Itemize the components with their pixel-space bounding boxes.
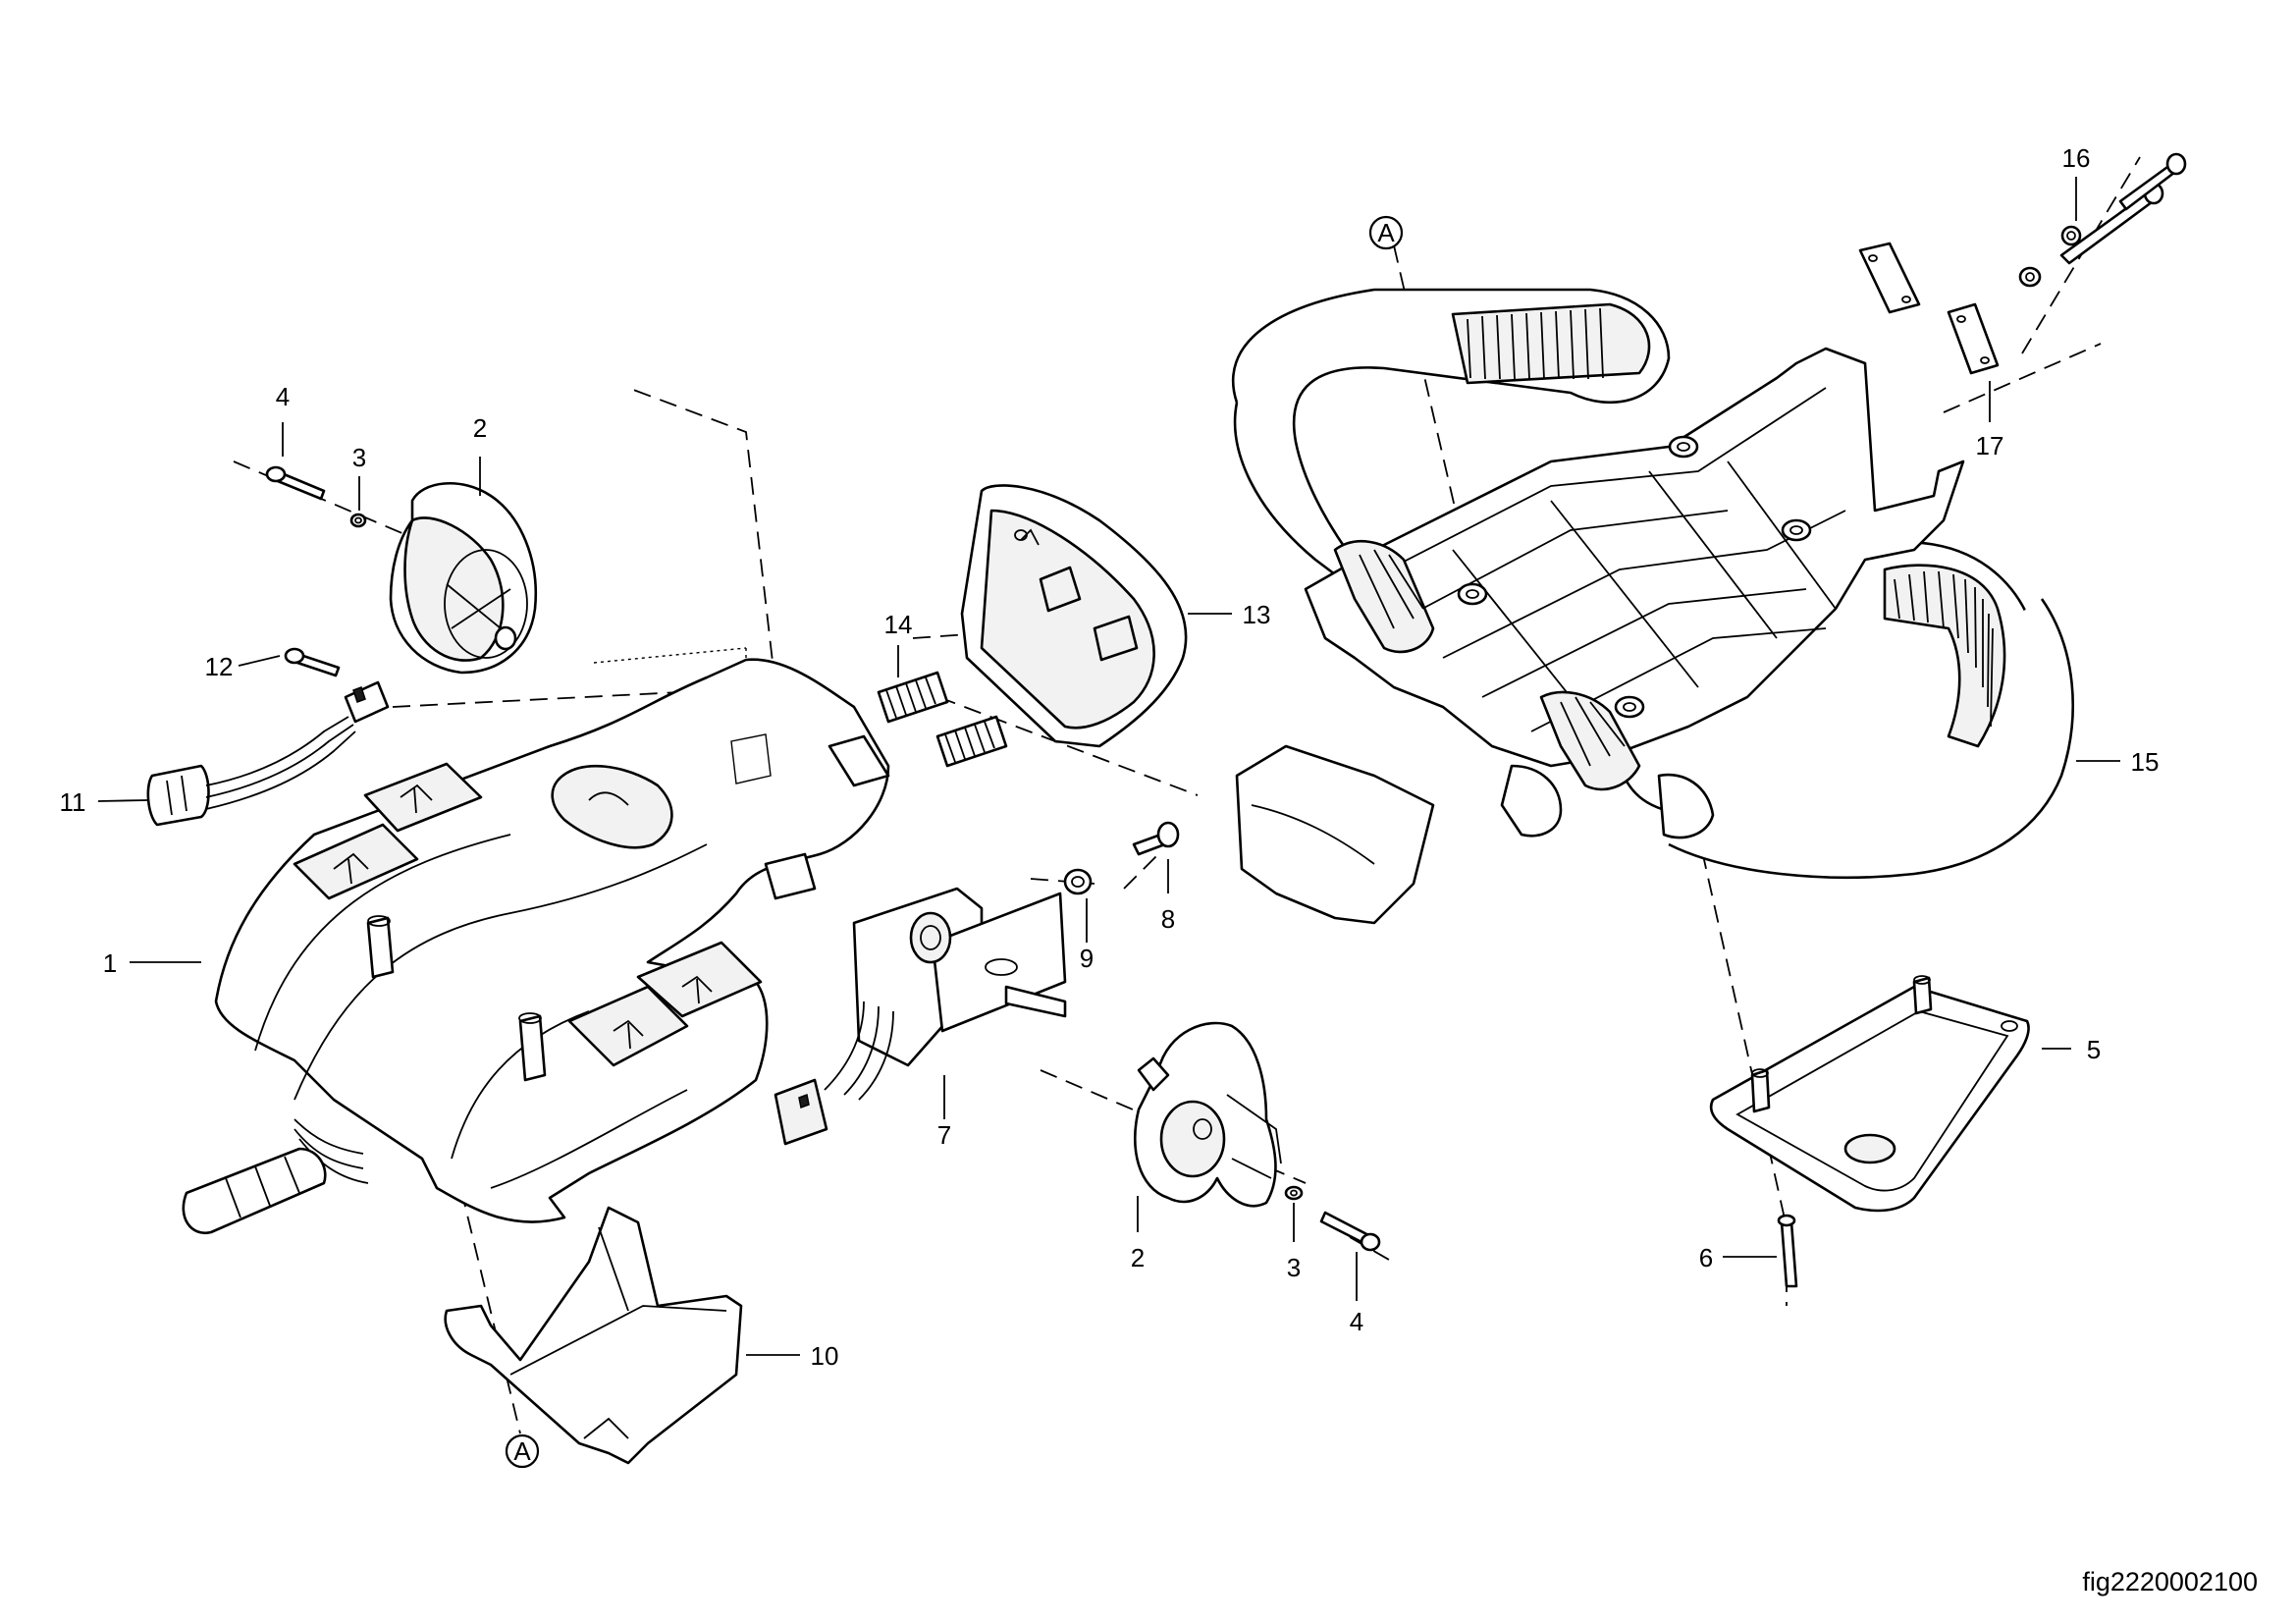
leader-lines	[97, 177, 2120, 1356]
part-4-bottom-screw	[1319, 1211, 1381, 1252]
callout-labels: 1 2 2 3 3 4 4 5 6 7 8 9 10 11 12 13 14 1…	[60, 143, 2160, 1371]
part-1-main-housing	[214, 658, 890, 1223]
part-2-bottom-end-cap	[1133, 1021, 1282, 1208]
part-16-screws-washers	[2018, 152, 2187, 288]
callout-16: 16	[2062, 143, 2091, 173]
figure-id: fig2220002100	[2082, 1567, 2258, 1596]
part-3-top-washer	[349, 513, 367, 528]
part-13-rear-cap	[960, 484, 1188, 748]
part-12-microswitch	[284, 647, 390, 724]
callout-7: 7	[937, 1120, 951, 1150]
part-8-screw	[1132, 821, 1180, 856]
part-6-screw	[1777, 1214, 1798, 1288]
alignment-marker-top: A	[1368, 215, 1404, 250]
part-14-springs	[877, 671, 1008, 768]
part-5-tray-cover	[1709, 975, 2030, 1213]
callout-6: 6	[1699, 1243, 1713, 1272]
callout-17: 17	[1976, 431, 2004, 460]
callout-14: 14	[884, 610, 913, 639]
alignment-marker-bottom: A	[505, 1434, 540, 1469]
callout-2-top: 2	[473, 413, 487, 443]
part-7-sensor-bracket	[774, 887, 1067, 1146]
callout-1: 1	[103, 948, 117, 978]
callout-4-top: 4	[276, 382, 290, 411]
callout-3-top: 3	[352, 443, 366, 472]
callout-12: 12	[205, 652, 234, 681]
part-4-top-screw	[265, 465, 326, 501]
part-10-bottom-cover	[444, 1206, 743, 1465]
part-1-lower-connector	[182, 1118, 369, 1235]
callout-4-bottom: 4	[1350, 1307, 1363, 1336]
alignment-marker-bottom-label: A	[513, 1436, 531, 1466]
part-15-handlebar	[1231, 288, 2074, 925]
callout-10: 10	[811, 1341, 839, 1371]
callout-11: 11	[60, 787, 86, 817]
callout-9: 9	[1080, 944, 1094, 973]
part-3-bottom-washer	[1284, 1185, 1304, 1201]
callout-2-bottom: 2	[1131, 1243, 1145, 1272]
callout-15: 15	[2131, 747, 2160, 777]
part-9-washer	[1063, 868, 1093, 895]
callout-5: 5	[2087, 1035, 2101, 1064]
part-2-top-end-cap	[389, 482, 538, 675]
part-17-gasket-plates	[1858, 242, 2000, 375]
callout-13: 13	[1243, 600, 1271, 629]
part-11-connector-cable	[146, 716, 356, 827]
callout-8: 8	[1161, 904, 1175, 934]
callout-3-bottom: 3	[1287, 1253, 1301, 1282]
alignment-marker-top-label: A	[1377, 218, 1395, 247]
